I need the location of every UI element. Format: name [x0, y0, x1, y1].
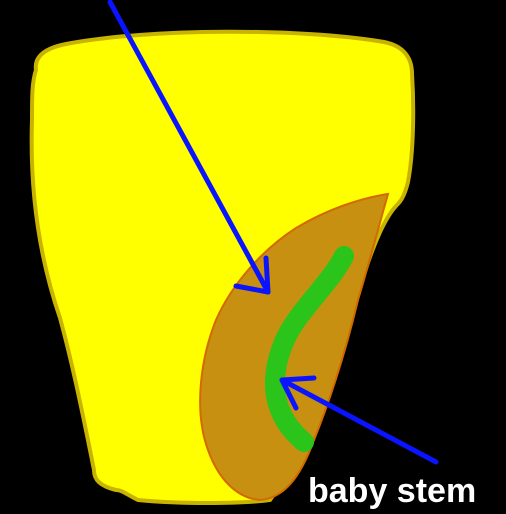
baby-stem-label: baby stem — [308, 472, 476, 510]
